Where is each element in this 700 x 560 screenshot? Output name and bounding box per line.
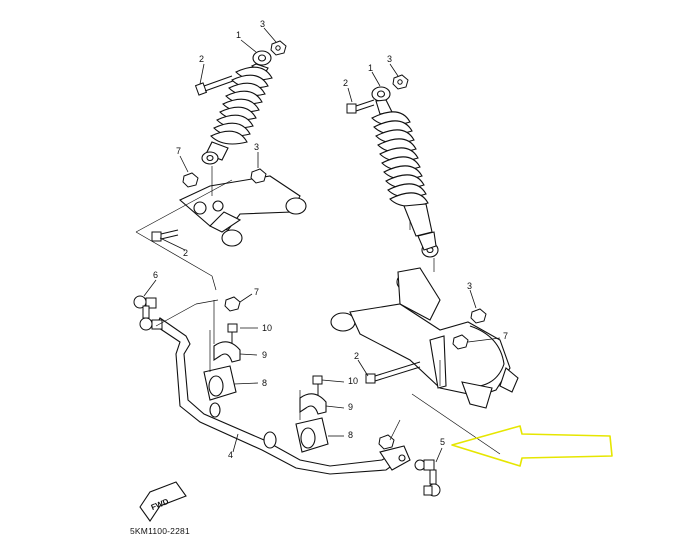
clamp-9-b [299, 393, 327, 415]
callout-bolt-10-a: 10 [262, 323, 273, 333]
callout-left-shock-1: 1 [236, 30, 242, 40]
callout-left-lower-3: 3 [254, 142, 260, 152]
left-lower-nut-7 [182, 172, 199, 188]
callout-right-arm-7: 7 [503, 331, 509, 341]
callout-left-lower-2: 2 [183, 248, 189, 258]
left-lower-nut-3 [250, 168, 267, 184]
callout-bushing-8-a: 8 [262, 378, 268, 388]
callout-right-arm-3: 3 [467, 281, 473, 291]
left-lower-bolt-2 [151, 229, 179, 242]
callout-link-5: 5 [440, 437, 446, 447]
leader-lines [143, 27, 501, 463]
fwd-arrow-icon: FWD [139, 481, 187, 522]
stabilizer-bar [155, 317, 411, 475]
callout-bolt-10-b: 10 [348, 376, 359, 386]
clamp-9-a [213, 341, 241, 363]
callout-left-shock-3: 3 [260, 19, 266, 29]
highlight-arrow [451, 425, 613, 467]
bolt-7 [224, 296, 241, 312]
right-shock-nut [392, 74, 409, 90]
right-shock-bolt [346, 99, 375, 114]
callout-stabilizer-4: 4 [228, 450, 234, 460]
callout-left-shock-2: 2 [199, 54, 205, 64]
callout-bolt-7: 7 [254, 287, 260, 297]
bushing-8-a [203, 365, 237, 401]
left-shock-bolt [194, 75, 234, 96]
phantom-lines [135, 166, 501, 455]
left-shock-nut [270, 40, 287, 56]
callout-clamp-9-a: 9 [262, 350, 268, 360]
right-arm-nut-7 [452, 334, 469, 350]
stabilizer-link-6 [133, 295, 163, 331]
callout-left-lower-7: 7 [176, 146, 182, 156]
stabilizer-link-5 [414, 459, 441, 497]
right-arm-nut-3 [470, 308, 487, 324]
part-code: 5KM1100-2281 [130, 526, 190, 536]
bushing-8-b [295, 417, 329, 453]
callout-bushing-8-b: 8 [348, 430, 354, 440]
callout-right-shock-2: 2 [343, 78, 349, 88]
callout-link-6: 6 [153, 270, 159, 280]
left-lower-arm [178, 175, 307, 247]
callout-right-shock-1: 1 [368, 63, 374, 73]
callout-right-shock-3: 3 [387, 54, 393, 64]
left-shock-absorber [201, 50, 273, 165]
right-arm-bolt-2 [365, 361, 421, 384]
right-swing-arm [330, 267, 519, 409]
right-shock-absorber [371, 86, 439, 258]
callout-right-arm-2: 2 [354, 351, 360, 361]
callout-clamp-9-b: 9 [348, 402, 354, 412]
nut-near-bar-end [378, 434, 395, 450]
